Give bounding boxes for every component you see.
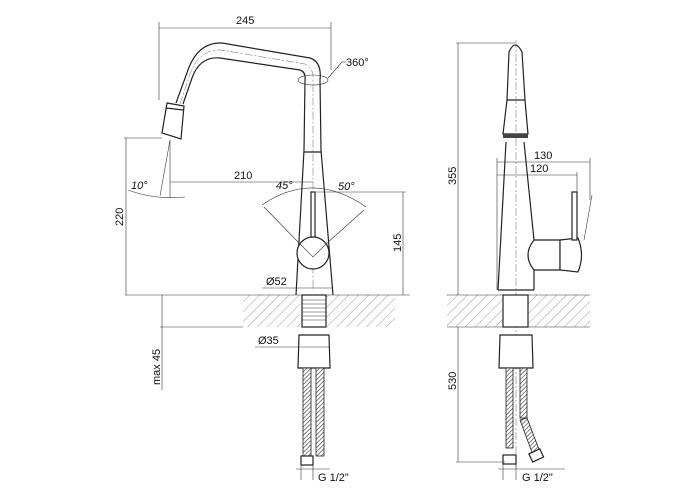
- dim-height-label: 220: [114, 208, 126, 226]
- handle-knob: [296, 236, 330, 270]
- side-body: [497, 141, 535, 291]
- side-spout-tip: [506, 44, 526, 101]
- body-outline: [295, 149, 334, 296]
- side-hose-fitting-angled: [528, 448, 545, 463]
- dim-hose-length-label: 530: [447, 372, 459, 390]
- hose-fitting: [300, 455, 314, 466]
- dim-shank-diameter-label: Ø35: [258, 335, 279, 347]
- dim-lever-right-label: 50°: [338, 181, 355, 193]
- side-hose-fitting: [502, 454, 517, 465]
- front-view: 245 360° 210 10° 45° 50° 220 145 Ø52 Ø35…: [114, 15, 410, 484]
- side-hose-right: [519, 367, 528, 419]
- dim-spray-angle-label: 10°: [131, 180, 148, 192]
- dim-max-counter-label: max 45: [151, 349, 163, 385]
- side-shank: [502, 294, 529, 328]
- side-hose-left: [505, 367, 514, 449]
- side-lever-alt: [583, 194, 593, 241]
- countertop-side-right: [528, 295, 590, 327]
- side-lever: [571, 191, 578, 241]
- hose-left: [302, 367, 312, 457]
- countertop-side-left: [447, 295, 503, 327]
- handle-mark: [299, 243, 327, 258]
- spray-head: [161, 102, 185, 140]
- mounting-nut: [297, 334, 331, 369]
- swivel-ellipse: [297, 74, 329, 86]
- side-connection-label: G 1/2": [522, 472, 553, 484]
- side-spray-face: [503, 134, 528, 138]
- spout-outer: [175, 42, 322, 151]
- countertop-section-right: [327, 295, 395, 327]
- dim-lever-reach-max-label: 130: [534, 150, 552, 162]
- hose-right: [315, 367, 325, 457]
- countertop-section-left: [243, 295, 300, 327]
- dim-rotation-label: 360°: [346, 57, 369, 69]
- side-view: 355 530 130 120 G 1/2": [447, 40, 593, 484]
- shank-threads: [302, 299, 326, 321]
- spray-head-band: [165, 107, 184, 111]
- side-handle-base: [527, 239, 561, 271]
- front-connection-label: G 1/2": [318, 472, 349, 484]
- lever-left-position: [263, 206, 301, 245]
- dim-base-diameter-label: Ø52: [266, 276, 287, 288]
- lever-swing-arc: [261, 187, 367, 208]
- side-nut: [498, 334, 534, 369]
- lever-right-position: [325, 209, 365, 245]
- side-handle-cap: [559, 237, 583, 273]
- spout-inner: [182, 57, 306, 151]
- dim-lever-height-label: 145: [392, 234, 404, 252]
- dim-reach-label: 210: [234, 170, 252, 182]
- dim-lever-reach-label: 120: [530, 163, 548, 175]
- lever: [310, 191, 316, 243]
- threaded-shank: [301, 294, 327, 328]
- dim-side-height-label: 355: [447, 167, 459, 185]
- side-spray-head: [502, 99, 529, 135]
- dim-width-label: 245: [236, 15, 254, 27]
- dim-lever-left-label: 45°: [276, 180, 293, 192]
